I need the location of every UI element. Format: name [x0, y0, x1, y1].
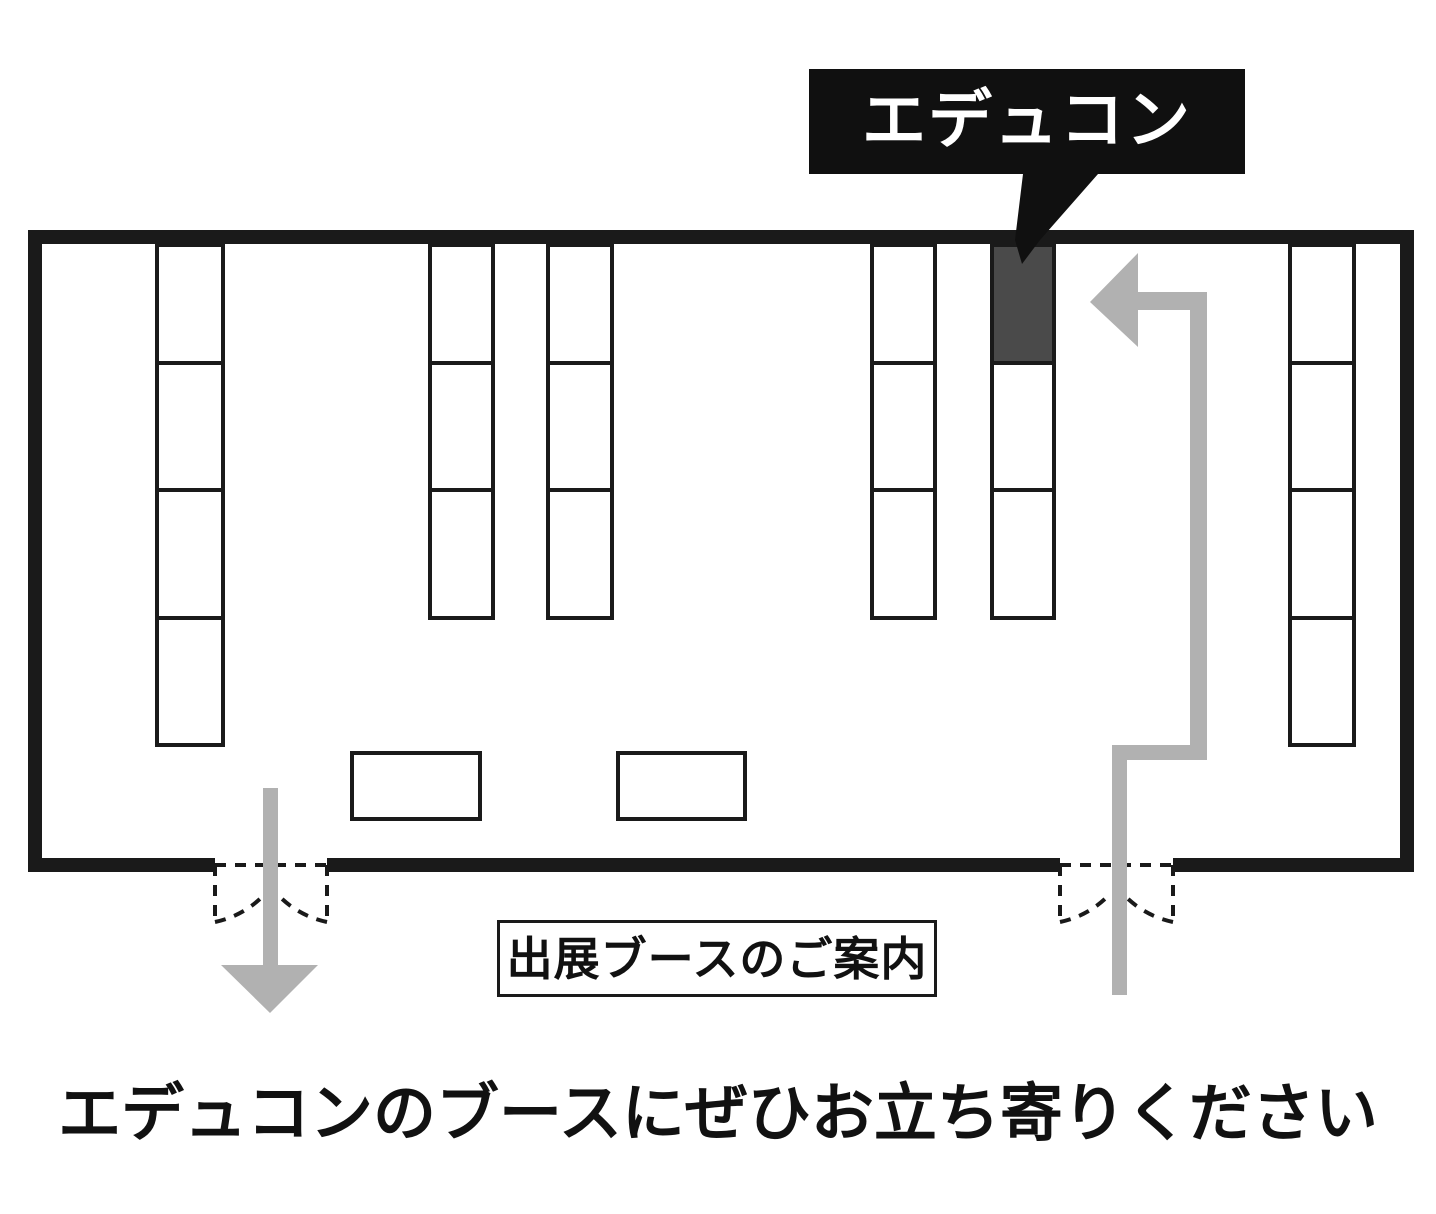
booth-cell	[546, 361, 614, 492]
wall-bottom-segment	[1173, 858, 1414, 872]
callout-tail	[1015, 174, 1098, 264]
door-swing-arc	[1059, 894, 1110, 924]
door-swing-arc	[1123, 894, 1174, 924]
booth-educon-highlighted	[990, 243, 1056, 365]
table-booth	[350, 751, 482, 821]
booth-cell	[428, 243, 495, 365]
booth-cell	[990, 488, 1056, 620]
booth-column-mid-left-b	[546, 243, 614, 620]
booth-cell	[546, 488, 614, 620]
wall-left	[28, 230, 42, 872]
wall-right	[1400, 230, 1414, 872]
legend-box: 出展ブースのご案内	[497, 920, 937, 997]
booth-cell	[870, 488, 937, 620]
booth-column-mid-left-a	[428, 243, 495, 620]
wall-top	[28, 230, 1414, 244]
booth-cell	[1288, 488, 1356, 620]
booth-cell	[990, 361, 1056, 492]
entrance-arrow	[1090, 253, 1207, 995]
booth-cell	[546, 243, 614, 365]
booth-cell	[870, 361, 937, 492]
caption-text: エデュコンのブースにぜひお立ち寄りください	[58, 1079, 1378, 1149]
wall-bottom-segment	[327, 858, 1060, 872]
booth-cell	[155, 488, 225, 620]
door-swing-arc	[277, 894, 328, 924]
booth-column-mid-right-b	[990, 243, 1056, 620]
legend-label: 出展ブースのご案内	[506, 932, 928, 985]
wall-bottom-segment	[28, 858, 215, 872]
booth-cell	[155, 243, 225, 365]
room-walls	[28, 230, 1414, 872]
callout-bubble: エデュコン	[809, 69, 1245, 174]
booth-cell	[1288, 243, 1356, 365]
booth-column-mid-right-a	[870, 243, 937, 620]
exit-arrow	[221, 788, 318, 1013]
callout-label: エデュコン	[862, 83, 1192, 156]
booth-cell	[428, 488, 495, 620]
table-booth	[616, 751, 747, 821]
booth-cell	[870, 243, 937, 365]
booth-cell	[155, 616, 225, 747]
door-right	[1058, 863, 1175, 925]
door-left	[213, 863, 329, 925]
booth-column-left	[155, 243, 225, 747]
door-swing-arc	[214, 894, 265, 924]
booth-cell	[1288, 616, 1356, 747]
booth-cell	[155, 361, 225, 492]
booth-cell	[428, 361, 495, 492]
booth-cell	[1288, 361, 1356, 492]
booth-column-right	[1288, 243, 1356, 747]
